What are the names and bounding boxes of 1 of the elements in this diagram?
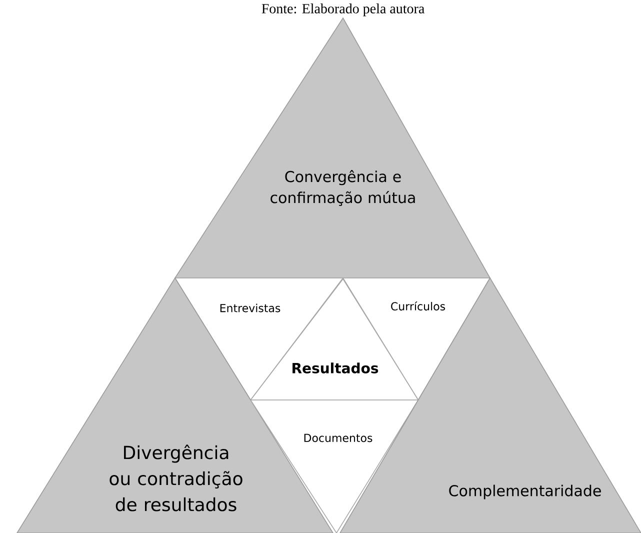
caption: Fonte: Elaborado pela autora bbox=[262, 4, 424, 16]
